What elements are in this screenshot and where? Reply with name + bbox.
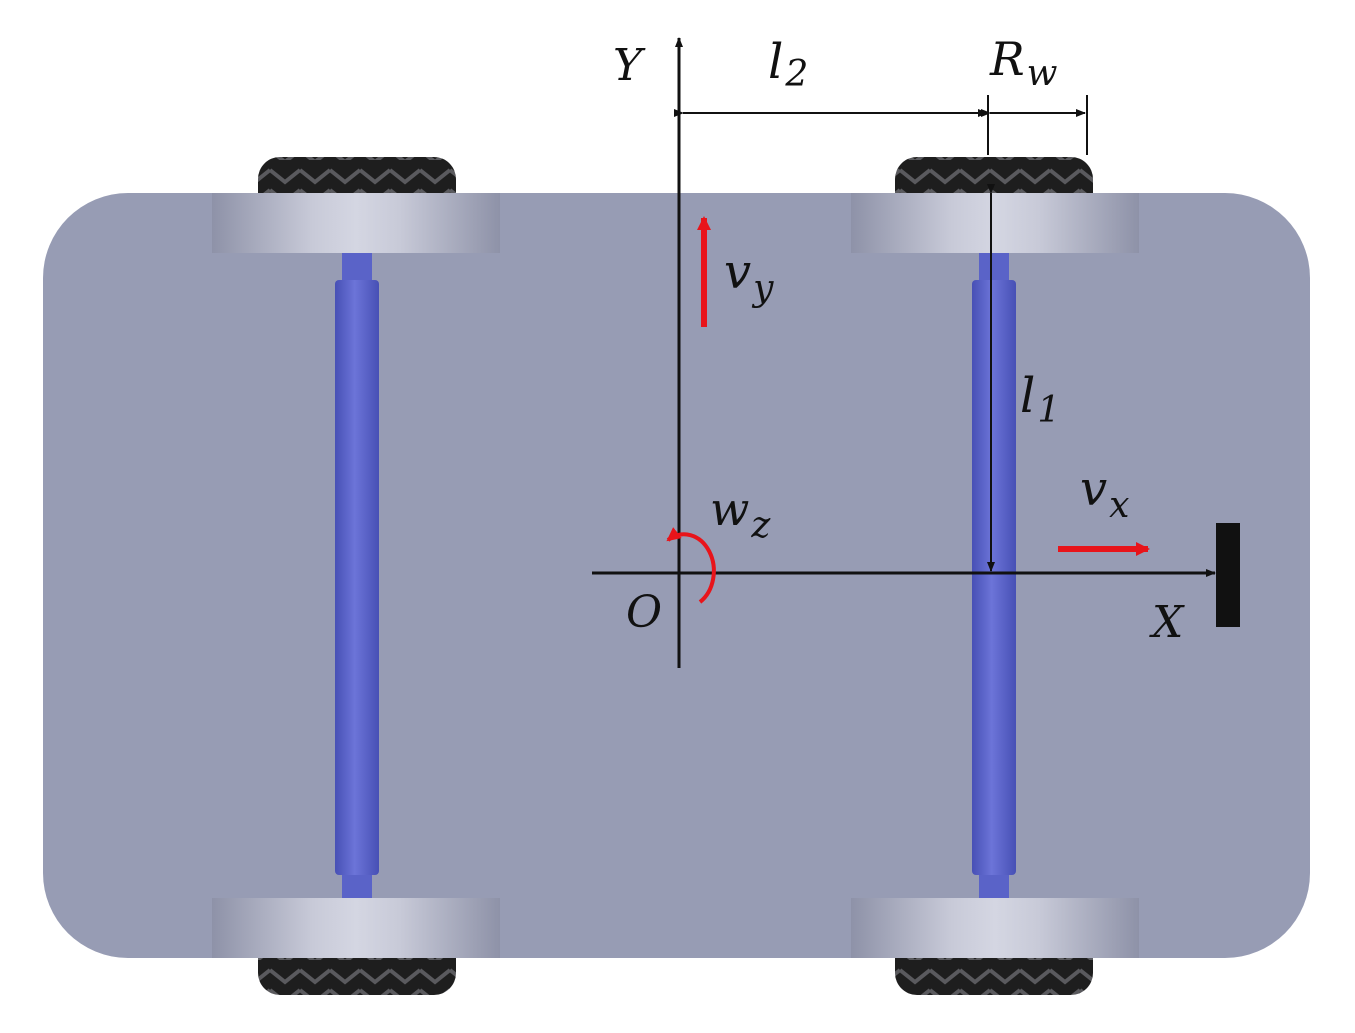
velocity-y-label: vy bbox=[724, 244, 774, 309]
hub-rear-bottom bbox=[212, 898, 500, 958]
hub-group bbox=[212, 193, 1139, 958]
axle-rear bbox=[335, 253, 379, 898]
axle-front bbox=[972, 253, 1016, 898]
velocity-x-label: vx bbox=[1080, 461, 1129, 526]
dimension-rw-label: Rw bbox=[989, 32, 1058, 94]
y-axis-label: Y bbox=[613, 40, 646, 91]
dimension-l2-label: l2 bbox=[768, 34, 808, 95]
origin-label: O bbox=[626, 587, 662, 638]
x-axis-label: X bbox=[1149, 597, 1185, 648]
angular-velocity-arrow bbox=[666, 527, 716, 604]
chassis-body bbox=[43, 193, 1310, 958]
sensor-bar bbox=[1216, 523, 1240, 627]
hub-front-top bbox=[851, 193, 1139, 253]
angular-velocity-label: wz bbox=[710, 482, 771, 546]
hub-rear-top bbox=[212, 193, 500, 253]
hub-front-bottom bbox=[851, 898, 1139, 958]
dimension-l1-label: l1 bbox=[1020, 368, 1060, 431]
